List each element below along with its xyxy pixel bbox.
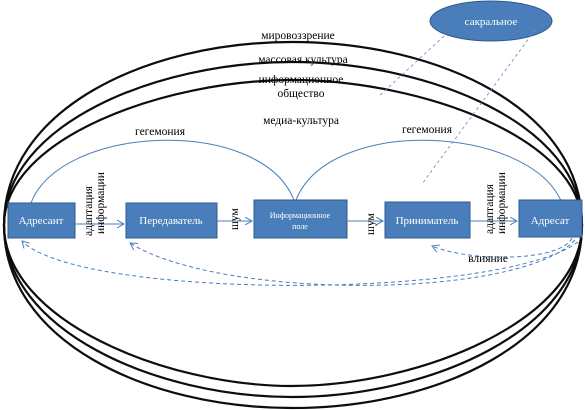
label-noise-right: шум — [365, 213, 377, 235]
node-receiver: Приниматель — [384, 201, 471, 239]
label-info-society-2: общество — [277, 88, 324, 100]
hegemony-arc-left — [30, 139, 295, 204]
label-hegemony-left: гегемония — [135, 126, 186, 138]
outer-rings — [2, 40, 584, 410]
sacral-link-1 — [377, 35, 445, 98]
label-media-culture: медиа-культура — [263, 115, 339, 127]
label-adapt-left-1: адаптация — [83, 185, 95, 236]
node-transmitter-label: Передаватель — [139, 215, 202, 227]
ring-worldview — [2, 40, 584, 410]
hegemony-arc-right — [295, 139, 563, 204]
node-transmitter: Передаватель — [125, 202, 218, 239]
ring-info-society — [2, 78, 584, 388]
label-adapt-left-2: информации — [95, 172, 107, 234]
label-hegemony-right: гегемония — [402, 124, 453, 136]
label-mass-culture: массовая культура — [258, 54, 348, 66]
node-addressee: Адресат — [518, 199, 583, 238]
sacral-ellipse — [429, 0, 553, 42]
node-info-field: Информационное поле — [253, 199, 348, 239]
feedback-to-addresser — [22, 241, 579, 286]
ring-mass-culture — [2, 60, 584, 399]
label-info-society-1: информационное — [259, 74, 344, 86]
feedback-to-transmitter — [130, 239, 576, 286]
node-receiver-label: Приниматель — [396, 215, 459, 227]
label-influence: влияние — [468, 253, 508, 265]
node-addresser: Адресант — [7, 202, 76, 239]
sacral-node: сакральное — [429, 0, 553, 42]
label-worldview: мировоззрение — [261, 30, 335, 42]
label-adapt-right-2: информации — [496, 172, 508, 234]
sacral-link-2 — [421, 29, 536, 185]
label-noise-left: шум — [229, 208, 241, 230]
sacral-label: сакральное — [465, 16, 518, 28]
node-info-field-label-1: Информационное — [270, 211, 331, 220]
node-addressee-label: Адресат — [531, 215, 570, 227]
label-adapt-right-1: адаптация — [484, 183, 496, 234]
node-info-field-label-2: поле — [292, 222, 308, 231]
node-addresser-label: Адресант — [19, 215, 64, 227]
feedback-to-receiver — [432, 237, 573, 258]
